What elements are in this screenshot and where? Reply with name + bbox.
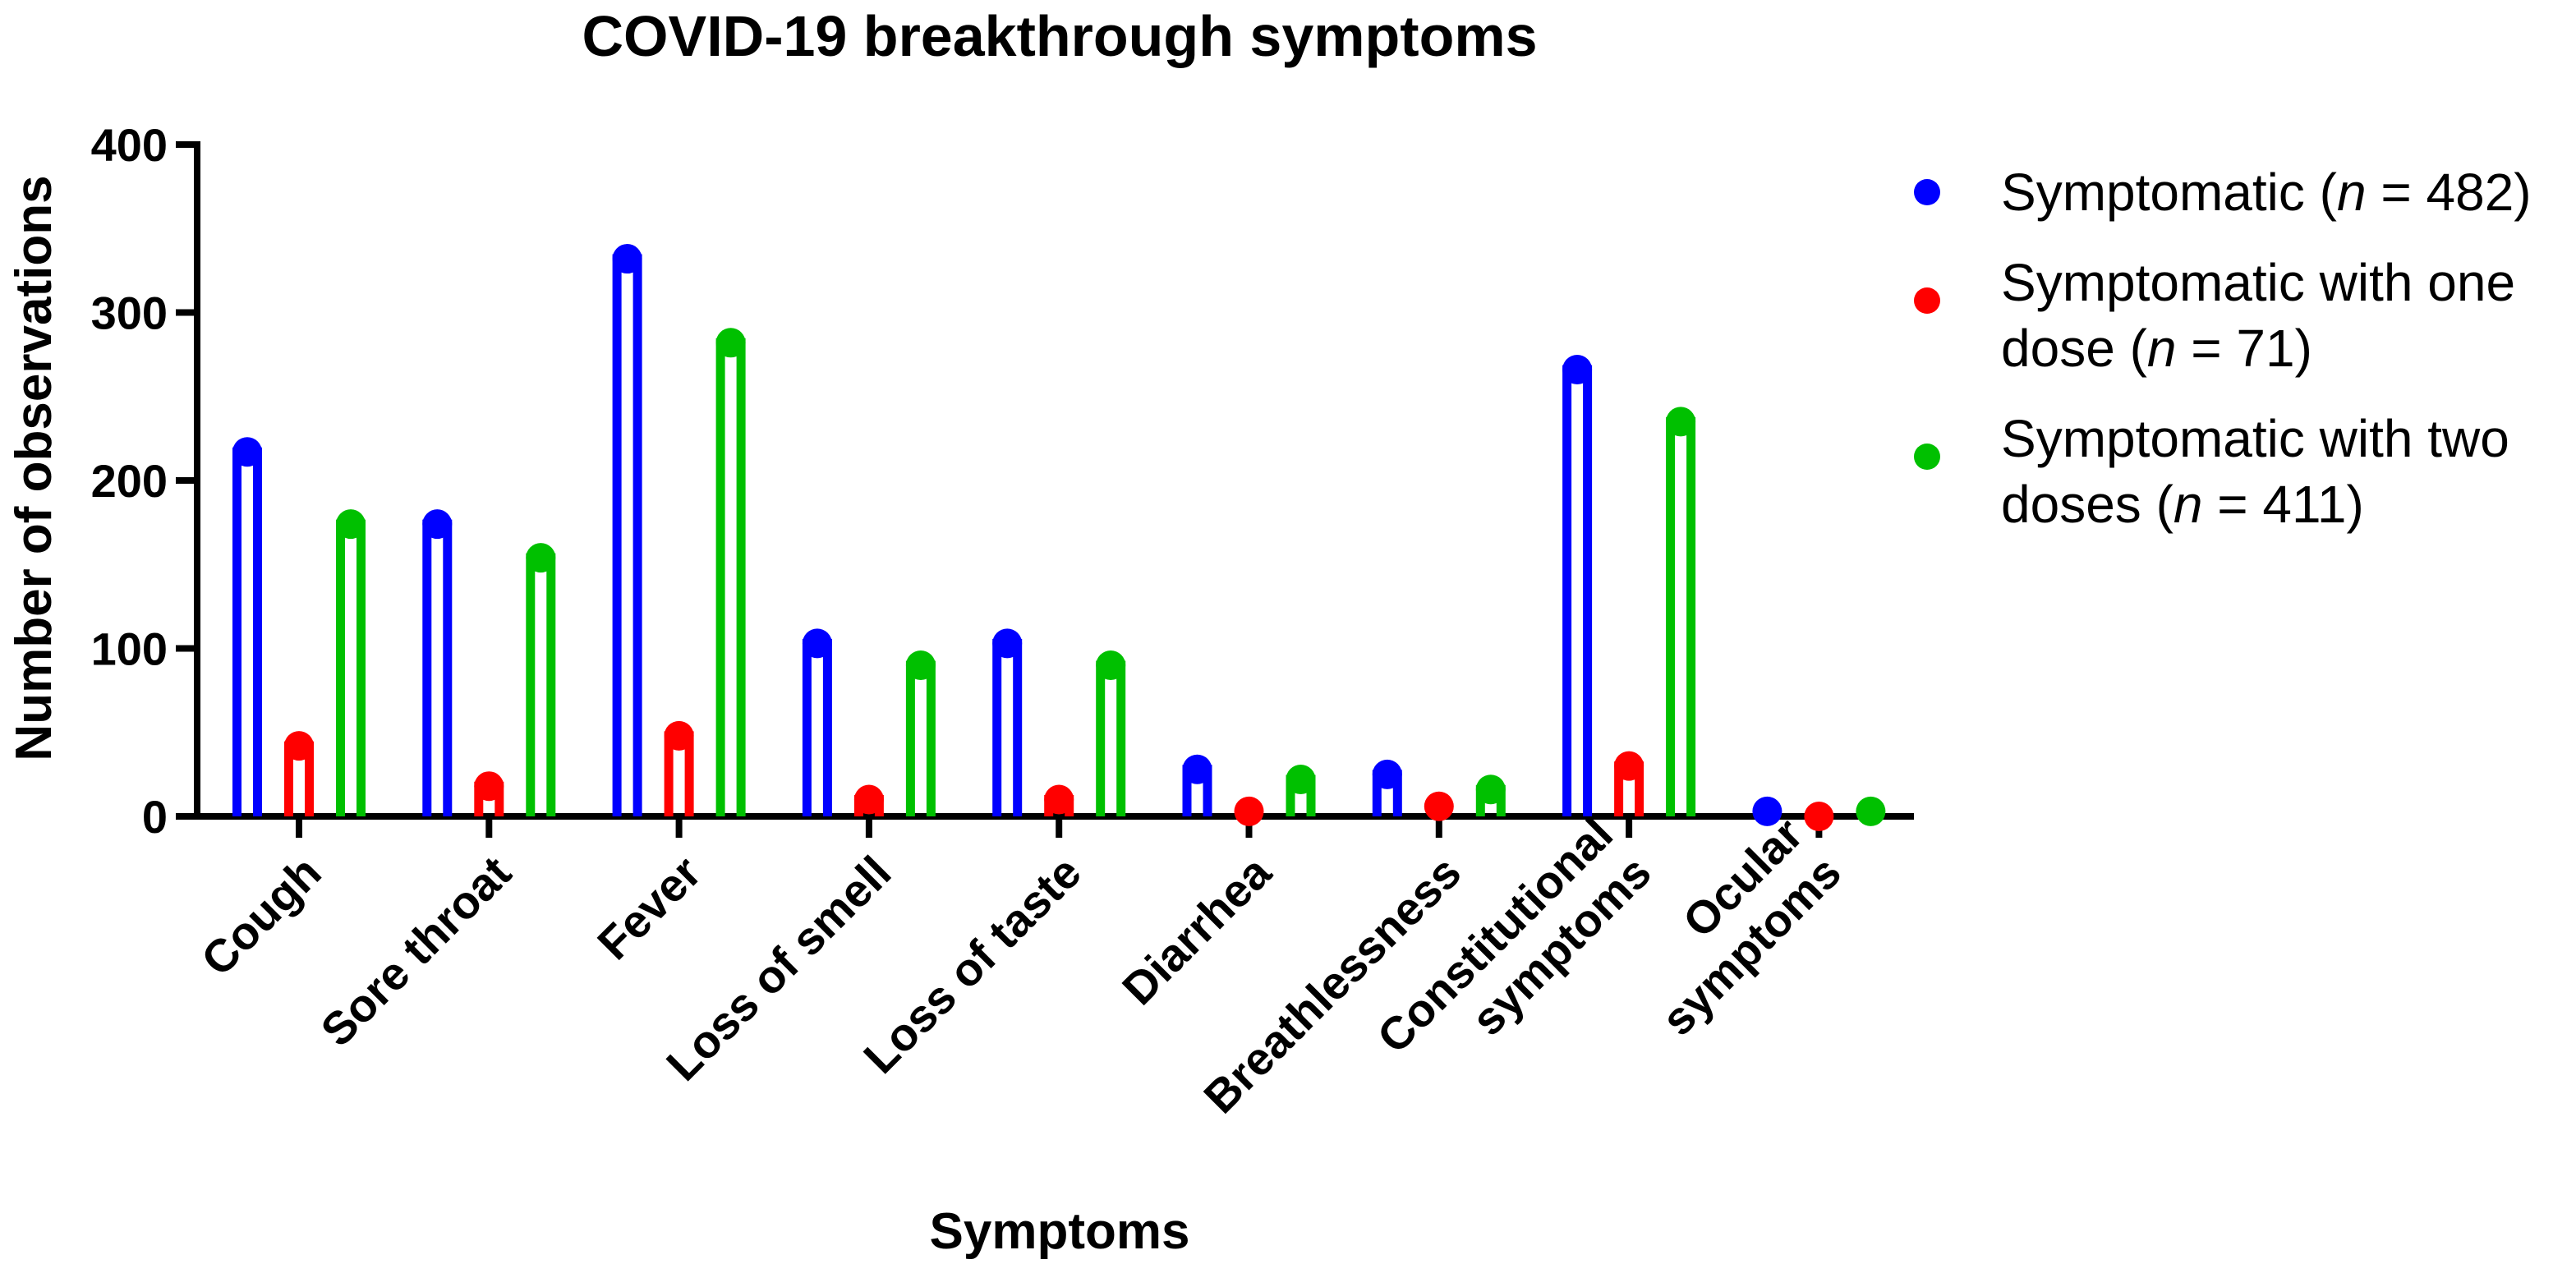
y-tick-label: 0: [142, 791, 168, 843]
bar: [715, 338, 746, 816]
x-tick-label: Sore throat: [310, 846, 521, 1056]
legend: Symptomatic (n = 482) Symptomatic with on…: [1914, 163, 2532, 534]
bar: [612, 254, 642, 816]
bar-marker: [853, 784, 884, 815]
bar-marker: [612, 244, 642, 274]
bar: [232, 447, 262, 816]
bar-marker: [664, 720, 694, 751]
bar-marker: [232, 437, 262, 467]
bar-marker: [526, 543, 556, 573]
x-tick-label: Fever: [587, 846, 711, 969]
x-tick-label: Diarrhea: [1112, 845, 1281, 1014]
bar-marker: [1562, 355, 1593, 385]
x-tick-label: Ocularsymptoms: [1613, 807, 1851, 1045]
bar-marker: [1372, 759, 1402, 789]
bar: [1666, 416, 1696, 816]
bar-marker: [1096, 650, 1126, 680]
bar-marker: [284, 731, 314, 761]
bar-marker: [336, 509, 366, 540]
bar-marker: [474, 771, 504, 802]
bar-marker: [1475, 774, 1506, 805]
x-tick-label: Constitutionalsymptoms: [1367, 807, 1660, 1101]
bar-marker: [1614, 751, 1644, 781]
x-axis-label: Symptoms: [930, 1203, 1190, 1260]
bar-marker: [1234, 796, 1264, 826]
chart-title: COVID-19 breakthrough symptoms: [582, 4, 1538, 68]
bar: [905, 660, 936, 816]
bar-marker: [1424, 791, 1454, 821]
bar-marker: [1804, 802, 1834, 831]
bar: [802, 638, 832, 816]
bar: [526, 553, 556, 816]
bar-marker: [1182, 754, 1212, 784]
bar: [1562, 365, 1593, 816]
y-tick-label: 200: [91, 455, 168, 507]
bar-marker: [1752, 796, 1782, 826]
y-tick-label: 300: [91, 287, 168, 339]
y-axis-label: Number of observations: [6, 175, 62, 761]
bar-marker: [1666, 407, 1696, 437]
bar-marker: [715, 328, 746, 358]
bar: [992, 638, 1023, 816]
bar: [336, 519, 366, 816]
legend-marker: [1914, 287, 1940, 314]
legend-marker: [1914, 179, 1940, 205]
bar-marker: [1044, 784, 1074, 815]
bar-marker: [1856, 796, 1886, 826]
legend-label: Symptomatic (n = 482): [2001, 163, 2532, 222]
bar: [1096, 660, 1126, 816]
bar-marker: [992, 628, 1023, 659]
y-tick-label: 400: [91, 119, 168, 171]
bar-marker: [905, 650, 936, 680]
bar: [422, 519, 453, 816]
y-tick-label: 100: [91, 623, 168, 675]
legend-marker: [1914, 444, 1940, 470]
x-tick-label: Cough: [191, 846, 331, 986]
bar-marker: [422, 509, 453, 540]
bar-marker: [1286, 765, 1316, 795]
bar-marker: [802, 628, 832, 659]
